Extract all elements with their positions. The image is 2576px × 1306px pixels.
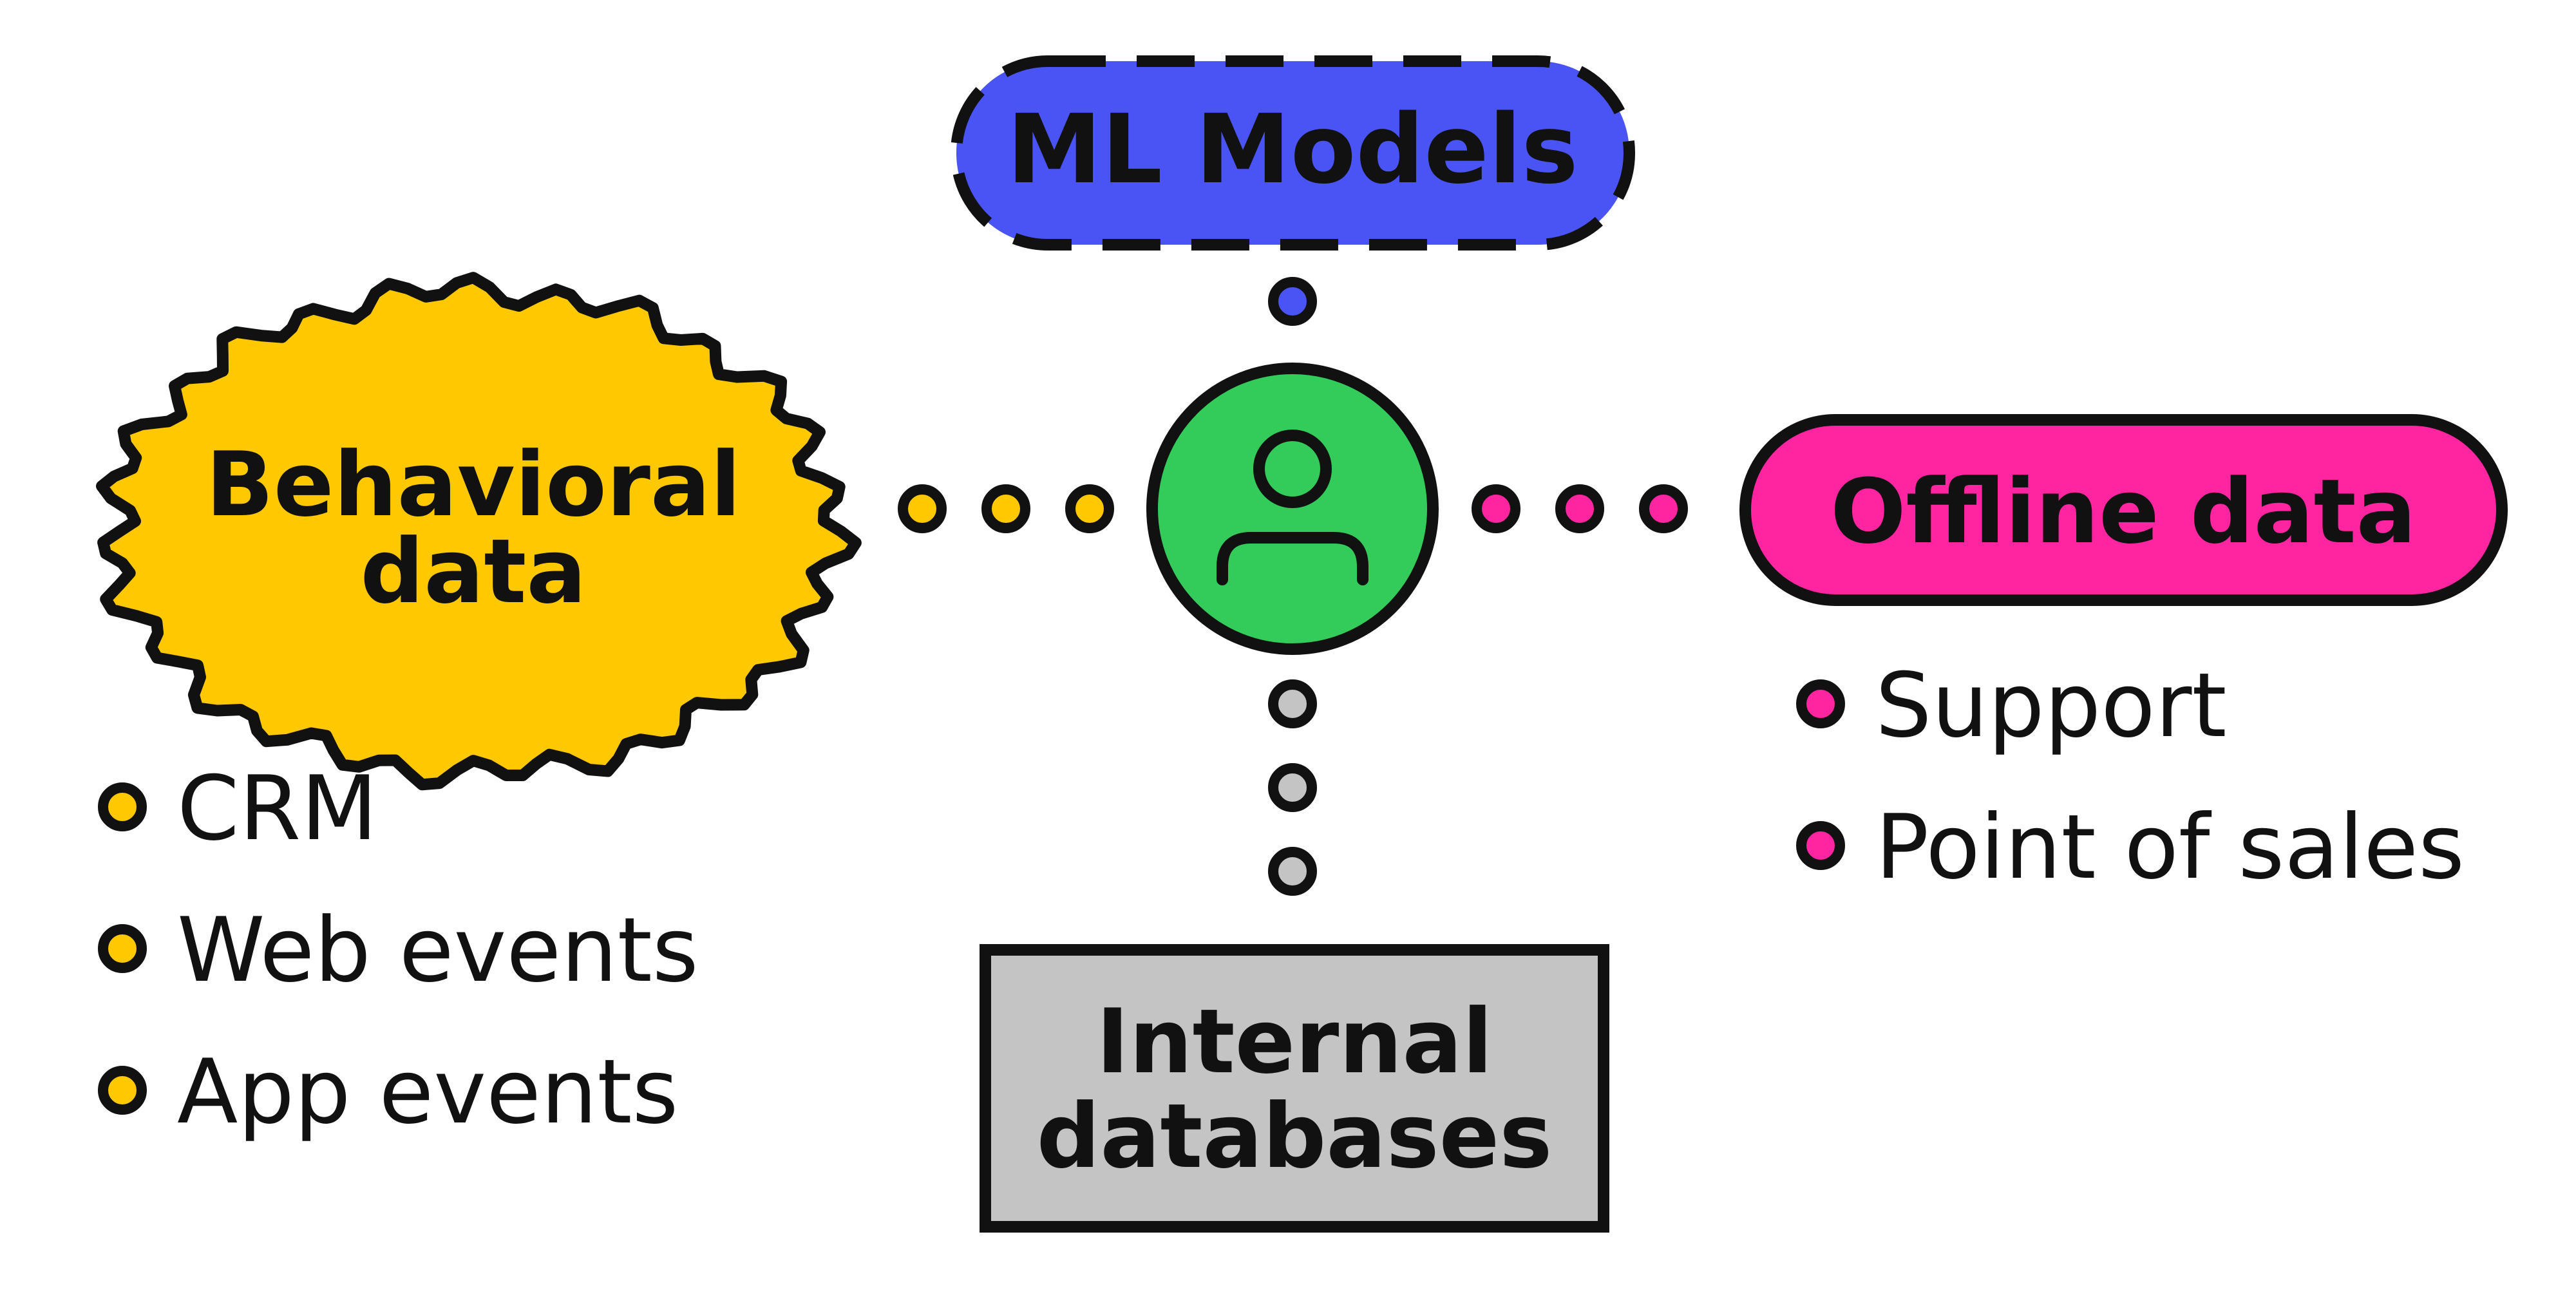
behavioral-data-node: Behavioral data [96,272,862,791]
connector-dot [1555,484,1604,533]
user-icon [1217,430,1368,585]
offline-data-label: Offline data [1830,460,2416,563]
offline-data-shape [1739,414,2508,606]
connector-behavioral [898,484,1114,533]
bullet-dot [1796,679,1845,728]
ml-models-label: ML Models [1007,94,1578,205]
connector-dot [1065,484,1114,533]
behavioral-data-label-line1: Behavioral [206,433,741,536]
internal-databases-label-line2: databases [1037,1084,1553,1188]
internal-databases-node: Internal databases [980,944,1609,1233]
connector-dot-ml [1268,277,1317,326]
connector-dot [898,484,947,533]
list-item-label: Point of sales [1875,795,2465,899]
connector-dot [981,484,1030,533]
connector-dot [1639,484,1688,533]
connector-internal [1268,679,1317,896]
connector-dot [1268,847,1317,896]
connector-dot [1472,484,1520,533]
customer-node [1146,363,1439,655]
list-item: App events [98,1040,678,1144]
list-item-label: CRM [177,757,377,860]
ml-models-shape [951,55,1635,251]
connector-dot [1268,763,1317,812]
internal-databases-shape [980,944,1609,1233]
customer-circle [1146,363,1439,655]
ml-models-node: ML Models [951,55,1635,251]
behavioral-list: CRM Web events App events [98,757,699,1144]
internal-databases-label-line1: Internal [1096,990,1493,1093]
connector-offline [1472,484,1688,533]
bullet-dot [98,924,147,973]
list-item-label: Web events [177,898,699,1002]
behavioral-data-label-line2: data [361,520,587,623]
list-item-label: Support [1875,654,2227,757]
bullet-dot [98,782,147,831]
bullet-dot [1796,821,1845,870]
bullet-dot [98,1066,147,1115]
connector-dot [1268,679,1317,728]
list-item: Point of sales [1796,795,2465,899]
offline-list: Support Point of sales [1796,654,2465,899]
list-item: Web events [98,898,699,1002]
offline-data-node: Offline data [1739,414,2508,606]
list-item: CRM [98,757,377,860]
list-item-label: App events [177,1040,678,1144]
list-item: Support [1796,654,2227,757]
behavioral-data-shape [96,272,862,791]
